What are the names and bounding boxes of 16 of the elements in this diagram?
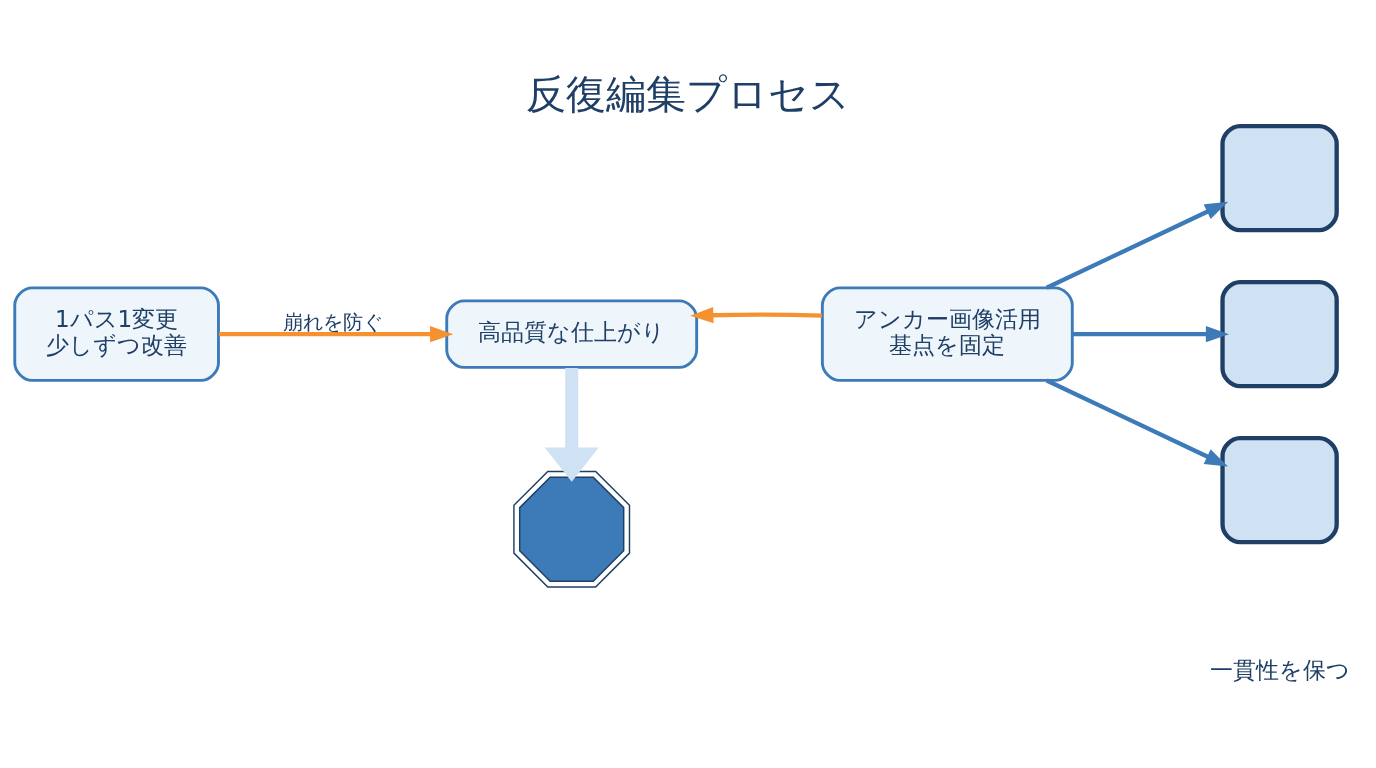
node-box: [1220, 436, 1339, 545]
arrow: [219, 326, 454, 343]
diagram-title: 反復編集プロセス: [526, 69, 850, 118]
arrow: [1045, 201, 1229, 290]
arrow: [1045, 378, 1229, 467]
node-box: 高品質な仕上がり: [445, 299, 699, 369]
edge-label: 崩れを防ぐ: [282, 309, 383, 334]
arrow: [544, 367, 599, 482]
arrow: [1072, 326, 1230, 343]
node-box: アンカー画像活用 基点を固定: [820, 286, 1074, 382]
arrow: [690, 307, 823, 324]
node-box: [1220, 280, 1339, 389]
node-box: 1パス1変更 少しずつ改善: [13, 286, 220, 382]
node-box: [1220, 123, 1339, 233]
node-gear: [513, 470, 631, 588]
label: 一貫性を保つ: [1209, 656, 1350, 683]
